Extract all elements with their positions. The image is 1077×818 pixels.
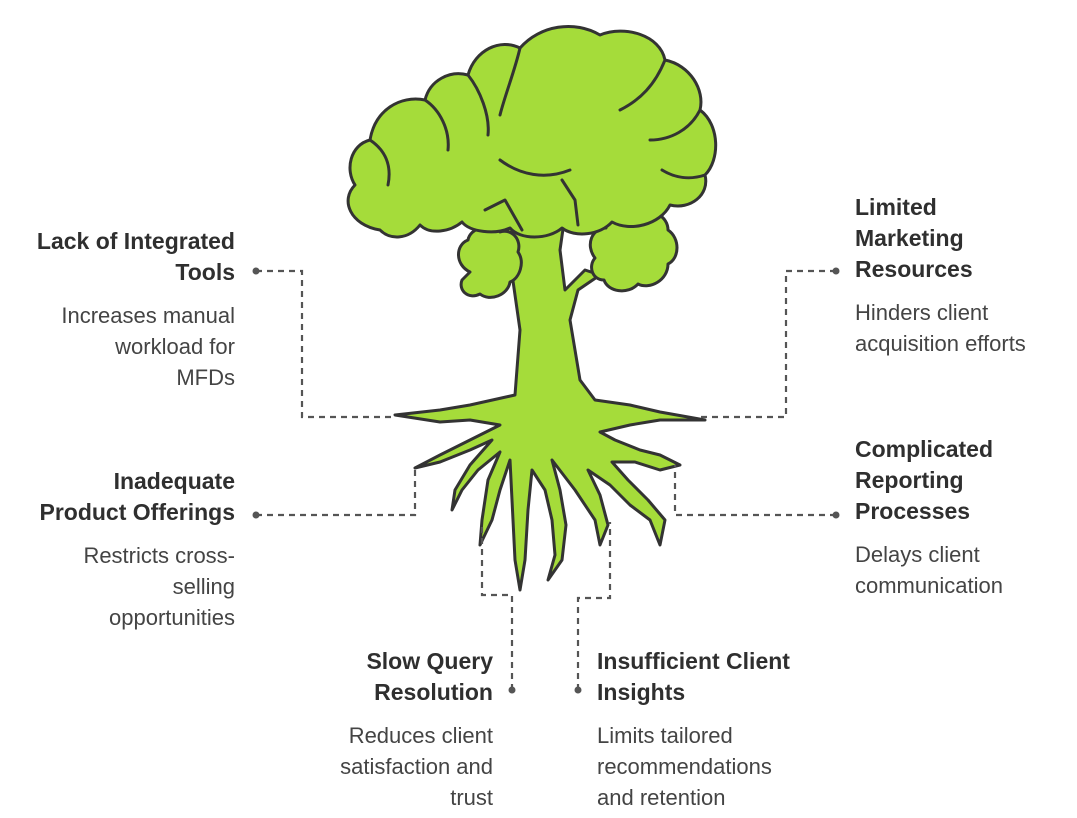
item-description: Reduces client satisfaction and trust (340, 723, 493, 810)
item-insufficient-client-insights: Insufficient Client Insights Limits tail… (597, 646, 837, 813)
canopy (346, 24, 718, 239)
connectors (256, 269, 836, 690)
connector-slow-query-resolution (480, 522, 514, 690)
canopy-detail-center (466, 46, 572, 177)
connector-limited-marketing-resources (700, 269, 836, 419)
connector-dot (252, 267, 260, 275)
connector-complicated-reporting-processes (673, 465, 836, 517)
item-title: Slow Query Resolution (366, 648, 493, 705)
item-description: Restricts cross- selling opportunities (83, 543, 235, 630)
canopy-detail-right (618, 58, 707, 180)
connector-dot (252, 511, 260, 519)
connector-dots (252, 267, 840, 694)
item-title: Lack of Integrated Tools (36, 228, 235, 285)
connector-inadequate-product-offerings (256, 465, 417, 517)
connector-dot (508, 686, 516, 694)
item-title: Limited Marketing Resources (855, 194, 973, 282)
item-description: Hinders client acquisition efforts (855, 300, 1026, 356)
trunk-branch-detail (483, 178, 580, 232)
small-left-foliage (457, 225, 523, 299)
item-description: Delays client communication (855, 542, 1003, 598)
item-title: Complicated Reporting Processes (855, 436, 994, 524)
tree-trunk-and-roots (393, 178, 707, 592)
item-inadequate-product-offerings: Inadequate Product Offerings Restricts c… (0, 466, 235, 633)
item-title: Inadequate Product Offerings (39, 468, 235, 525)
tree-illustration (346, 24, 718, 592)
connector-dot (832, 267, 840, 275)
connector-dot (832, 511, 840, 519)
item-title: Insufficient Client Insights (597, 648, 790, 705)
item-description: Limits tailored recommendations and rete… (597, 723, 772, 810)
connector-insufficient-client-insights (576, 522, 612, 690)
item-description: Increases manual workload for MFDs (61, 303, 235, 390)
connector-dot (574, 686, 582, 694)
connector-lack-of-integrated-tools (256, 269, 395, 419)
canopy-detail-left (368, 98, 450, 187)
item-complicated-reporting-processes: Complicated Reporting Processes Delays c… (855, 434, 1070, 601)
item-slow-query-resolution: Slow Query Resolution Reduces client sat… (263, 646, 493, 813)
item-limited-marketing-resources: Limited Marketing Resources Hinders clie… (855, 192, 1070, 359)
item-lack-of-integrated-tools: Lack of Integrated Tools Increases manua… (0, 226, 235, 393)
